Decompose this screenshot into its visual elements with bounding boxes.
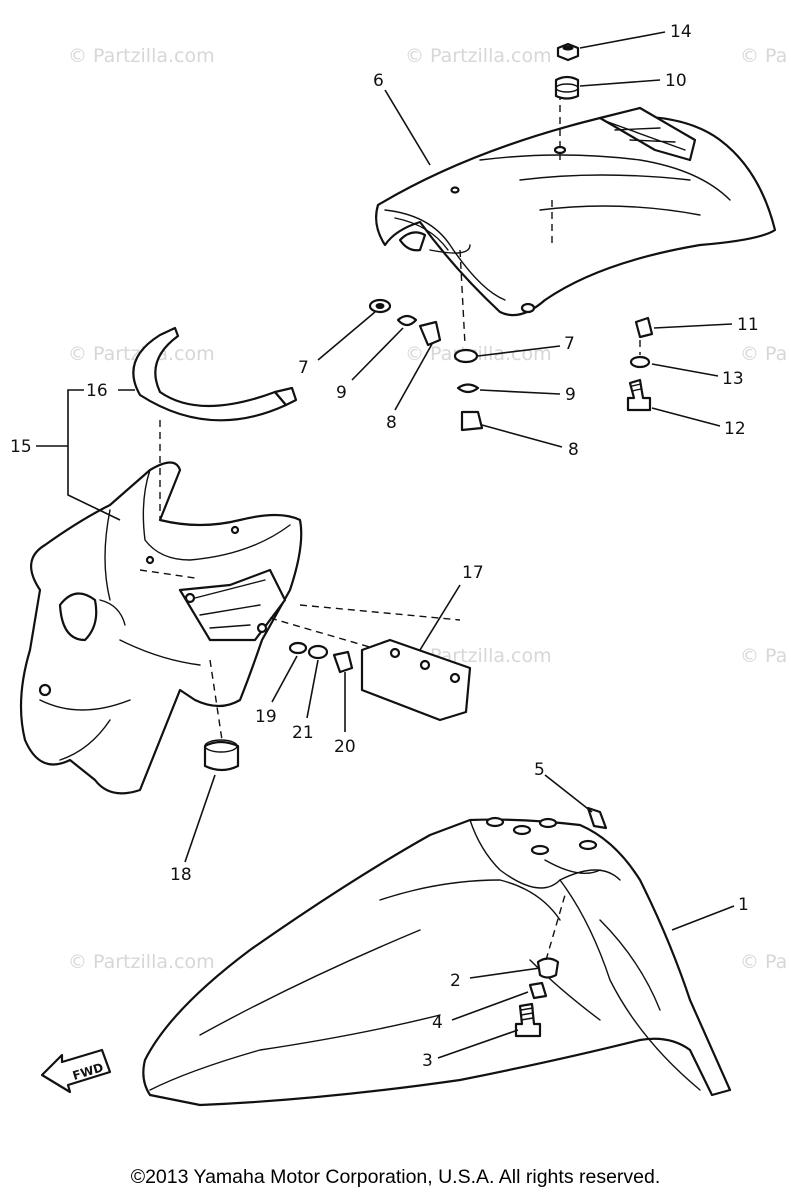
bolt-8 <box>418 320 442 347</box>
number-plate-housing <box>19 420 461 795</box>
callout-12: 12 <box>724 419 746 439</box>
plate-hardware <box>288 641 354 674</box>
rear-fender <box>375 80 777 346</box>
bolt-12 <box>626 378 652 412</box>
callout-10: 10 <box>665 71 687 91</box>
bolt-11 <box>634 316 654 339</box>
lock-washer-9 <box>456 383 480 394</box>
front-fender <box>142 816 732 1107</box>
headlight-band <box>132 326 298 422</box>
lock-washer-4 <box>528 981 548 1000</box>
callout-4: 4 <box>432 1013 443 1033</box>
nut-5 <box>586 806 608 830</box>
washer-2 <box>536 957 560 979</box>
lock-washer-9 <box>396 314 418 327</box>
callout-13: 13 <box>722 369 744 389</box>
cap <box>203 739 240 772</box>
callout-1: 1 <box>738 895 749 915</box>
callout-8: 8 <box>568 440 579 460</box>
watermark-edge: © Pa <box>740 645 787 667</box>
watermark: © Partzilla.com <box>405 343 552 365</box>
callout-15: 15 <box>10 437 32 457</box>
callout-9: 9 <box>336 383 347 403</box>
callout-21: 21 <box>292 723 314 743</box>
plate-bracket <box>360 638 472 722</box>
washer-13 <box>629 355 651 369</box>
callout-18: 18 <box>170 865 192 885</box>
rear-fender-hardware <box>368 42 654 432</box>
watermark-edge: © Pa <box>740 951 787 973</box>
screw-20 <box>332 650 354 674</box>
callout-7: 7 <box>564 334 575 354</box>
bolt-3 <box>514 1002 542 1038</box>
nut-21 <box>307 644 329 660</box>
watermark-edge: © Pa <box>740 45 787 67</box>
watermark: © Partzilla.com <box>68 951 215 973</box>
callout-8: 8 <box>386 413 397 433</box>
callout-7: 7 <box>298 358 309 378</box>
watermark-edge: © Pa <box>740 343 787 365</box>
leader-lines <box>36 31 735 1059</box>
callout-6: 6 <box>373 71 384 91</box>
callout-16: 16 <box>86 381 108 401</box>
callout-9: 9 <box>565 385 576 405</box>
callout-17: 17 <box>462 563 484 583</box>
callout-5: 5 <box>534 760 545 780</box>
callout-19: 19 <box>255 707 277 727</box>
callouts: 14 10 6 7 9 8 7 9 8 11 13 12 16 15 17 19… <box>10 22 759 1071</box>
washer-7 <box>453 348 479 364</box>
washer-19 <box>288 641 308 655</box>
grommet-10 <box>554 75 580 100</box>
callout-2: 2 <box>450 971 461 991</box>
callout-11: 11 <box>737 315 759 335</box>
front-fender-hardware <box>514 806 608 1038</box>
fwd-arrow-icon: FWD <box>40 1048 112 1094</box>
callout-20: 20 <box>334 737 356 757</box>
copyright-notice: ©2013 Yamaha Motor Corporation, U.S.A. A… <box>130 1166 661 1188</box>
watermark: © Partzilla.com <box>405 45 552 67</box>
callout-3: 3 <box>422 1051 433 1071</box>
bolt-8 <box>460 410 484 432</box>
watermark: © Partzilla.com <box>68 45 215 67</box>
callout-14: 14 <box>670 22 692 42</box>
